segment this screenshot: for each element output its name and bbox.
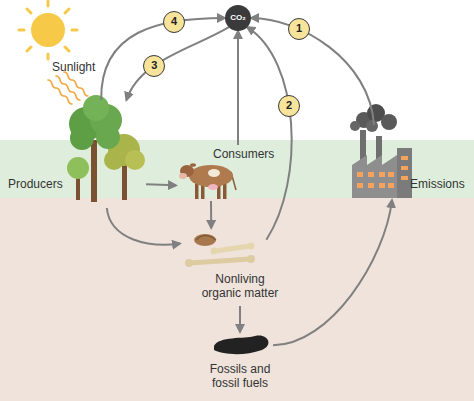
flow-arrow xyxy=(210,201,212,228)
node-label: Consumers xyxy=(213,147,274,161)
node-label: Fossils and fossil fuels xyxy=(200,362,280,390)
organic-matter-node: Nonliving organic matter xyxy=(180,228,300,306)
consumers-node: Consumers xyxy=(176,145,276,201)
co2-circle: CO₂ xyxy=(225,5,251,31)
text-label: Sunlight xyxy=(52,60,95,74)
fossil-fuel-node: Fossils and fossil fuels xyxy=(185,332,295,398)
callout-number: 3 xyxy=(143,55,165,77)
cow-illustration xyxy=(179,163,236,199)
node-label: Producers xyxy=(8,177,63,191)
flow-arrow xyxy=(107,208,180,245)
node-label: Nonliving organic matter xyxy=(194,272,286,300)
flow-arrow xyxy=(273,200,392,345)
bones-illustration xyxy=(185,234,255,267)
flow-arrow xyxy=(251,18,374,125)
factory-illustration xyxy=(350,104,412,198)
emissions-node: Emissions xyxy=(350,125,470,200)
light-rays xyxy=(48,72,88,104)
callout-number: 4 xyxy=(163,11,185,33)
sun-icon xyxy=(19,1,77,59)
trees-illustration xyxy=(67,95,145,202)
flow-arrow xyxy=(126,27,228,100)
flow-arrow xyxy=(247,27,292,240)
fossil-fuel-illustration xyxy=(214,336,268,355)
producers-node: Producers xyxy=(6,100,146,208)
flow-arrow xyxy=(239,306,241,332)
flow-arrow xyxy=(101,18,225,100)
node-label: CO₂ xyxy=(225,11,251,24)
flow-arrow xyxy=(146,184,176,185)
node-label: Emissions xyxy=(410,177,465,191)
flow-arrow xyxy=(237,31,239,145)
